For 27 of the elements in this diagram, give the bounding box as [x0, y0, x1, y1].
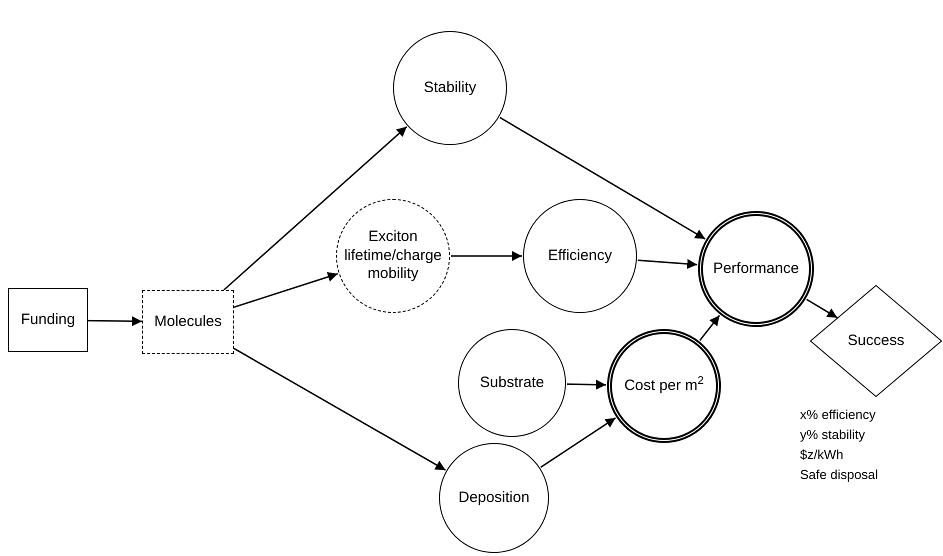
node-label: Funding	[20, 310, 76, 330]
arrow	[638, 258, 698, 269]
node-label: Efficiency	[547, 246, 613, 266]
arrow	[699, 314, 720, 341]
arrow	[500, 116, 706, 240]
arrow	[234, 272, 338, 308]
arrow	[540, 417, 616, 468]
node-label: Molecules	[153, 312, 223, 332]
node-label: Success	[846, 332, 906, 350]
process-box	[8, 288, 88, 352]
arrow	[88, 316, 142, 326]
criterion-text: Safe disposal	[800, 466, 878, 484]
criterion-text: y% stability	[800, 426, 866, 444]
arrow	[806, 298, 838, 318]
arrow	[566, 380, 606, 390]
node-label: Exciton lifetime/charge mobility	[343, 228, 443, 284]
node-label: Deposition	[458, 488, 530, 508]
arrow	[451, 251, 522, 261]
node-label: Stability	[422, 78, 478, 98]
node-label: Substrate	[478, 374, 546, 392]
arrow	[234, 348, 446, 471]
criterion-text: x% efficiency	[800, 406, 877, 424]
arrow	[223, 126, 408, 291]
process-box	[142, 290, 234, 354]
node-label: Cost per m$^{2}$	[623, 376, 705, 396]
criterion-text: $z/kWh	[800, 446, 844, 464]
node-label: Performance	[712, 260, 800, 278]
